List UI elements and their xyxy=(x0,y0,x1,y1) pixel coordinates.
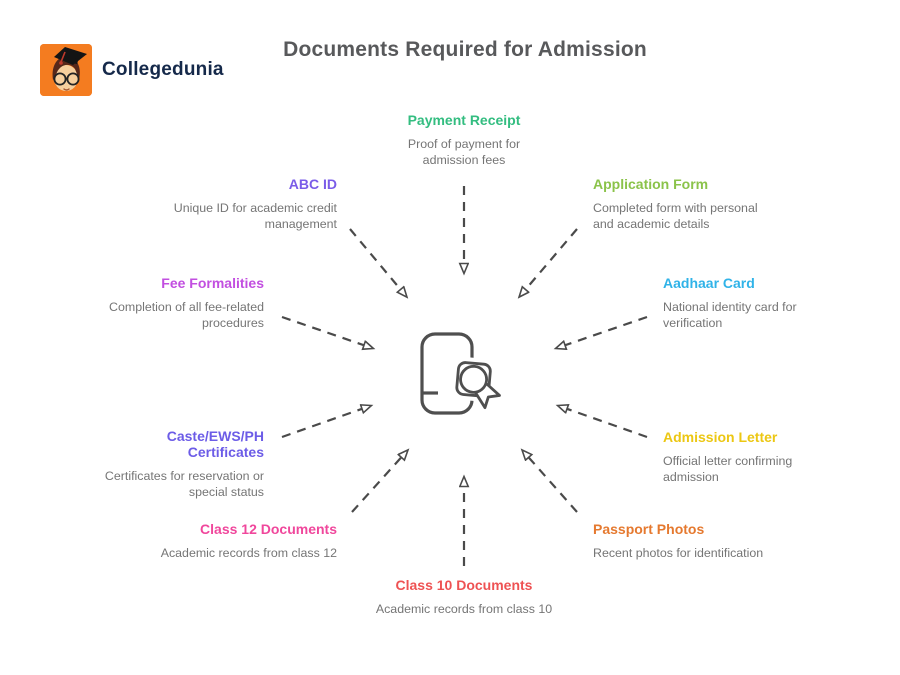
arrow-abc-id xyxy=(349,228,406,296)
item-fee-formalities: Fee Formalities Completion of all fee-re… xyxy=(79,275,264,332)
arrow-passport-photos xyxy=(523,451,578,513)
item-aadhaar-card: Aadhaar Card National identity card for … xyxy=(663,275,833,332)
arrow-caste-certificates xyxy=(281,406,370,439)
brand-header: Collegedunia xyxy=(40,44,224,96)
item-description: National identity card for verification xyxy=(663,300,797,330)
item-description: Official letter confirming admission xyxy=(663,454,793,484)
item-abc-id: ABC ID Unique ID for academic credit man… xyxy=(157,176,337,233)
item-admission-letter: Admission Letter Official letter confirm… xyxy=(663,429,838,486)
arrow-admission-letter xyxy=(559,406,648,439)
item-description: Recent photos for identification xyxy=(593,546,764,561)
page-title: Documents Required for Admission xyxy=(283,38,647,61)
arrow-application-form xyxy=(520,228,578,296)
item-description: Completed form with personal and academi… xyxy=(593,201,758,231)
item-caste-ews-ph-certificates: Caste/EWS/PH Certificates Certificates f… xyxy=(79,428,264,501)
brand-name: Collegedunia xyxy=(102,59,224,80)
item-label: Application Form xyxy=(593,176,709,192)
item-label: Payment Receipt xyxy=(407,112,521,128)
item-description: Certificates for reservation or special … xyxy=(104,469,264,500)
collegedunia-mascot-icon xyxy=(40,44,92,96)
center-document-icon xyxy=(418,329,520,425)
item-label: Aadhaar Card xyxy=(663,275,755,291)
item-label: Admission Letter xyxy=(663,429,778,445)
item-class-12-documents: Class 12 Documents Academic records from… xyxy=(152,521,337,562)
arrow-fee-formalities xyxy=(281,315,372,348)
item-label: Fee Formalities xyxy=(161,275,264,291)
collegedunia-logo[interactable] xyxy=(40,44,92,96)
item-class-10-documents: Class 10 Documents Academic records from… xyxy=(374,577,554,618)
certificate-ribbon-icon xyxy=(420,332,505,415)
item-description: Proof of payment for admission fees xyxy=(407,137,521,167)
item-label: Caste/EWS/PH Certificates xyxy=(166,428,264,461)
item-description: Academic records from class 10 xyxy=(375,602,553,617)
arrow-class-12 xyxy=(351,451,407,513)
arrow-aadhaar-card xyxy=(557,315,648,348)
item-label: ABC ID xyxy=(288,176,337,192)
item-description: Academic records from class 12 xyxy=(160,546,337,561)
item-description: Unique ID for academic credit management xyxy=(173,201,337,231)
item-description: Completion of all fee-related procedures xyxy=(109,300,264,330)
item-label: Class 10 Documents xyxy=(395,577,533,593)
item-label: Passport Photos xyxy=(593,521,705,537)
item-payment-receipt: Payment Receipt Proof of payment for adm… xyxy=(389,112,539,169)
item-application-form: Application Form Completed form with per… xyxy=(593,176,778,233)
item-passport-photos: Passport Photos Recent photos for identi… xyxy=(593,521,793,562)
item-label: Class 12 Documents xyxy=(200,521,337,537)
